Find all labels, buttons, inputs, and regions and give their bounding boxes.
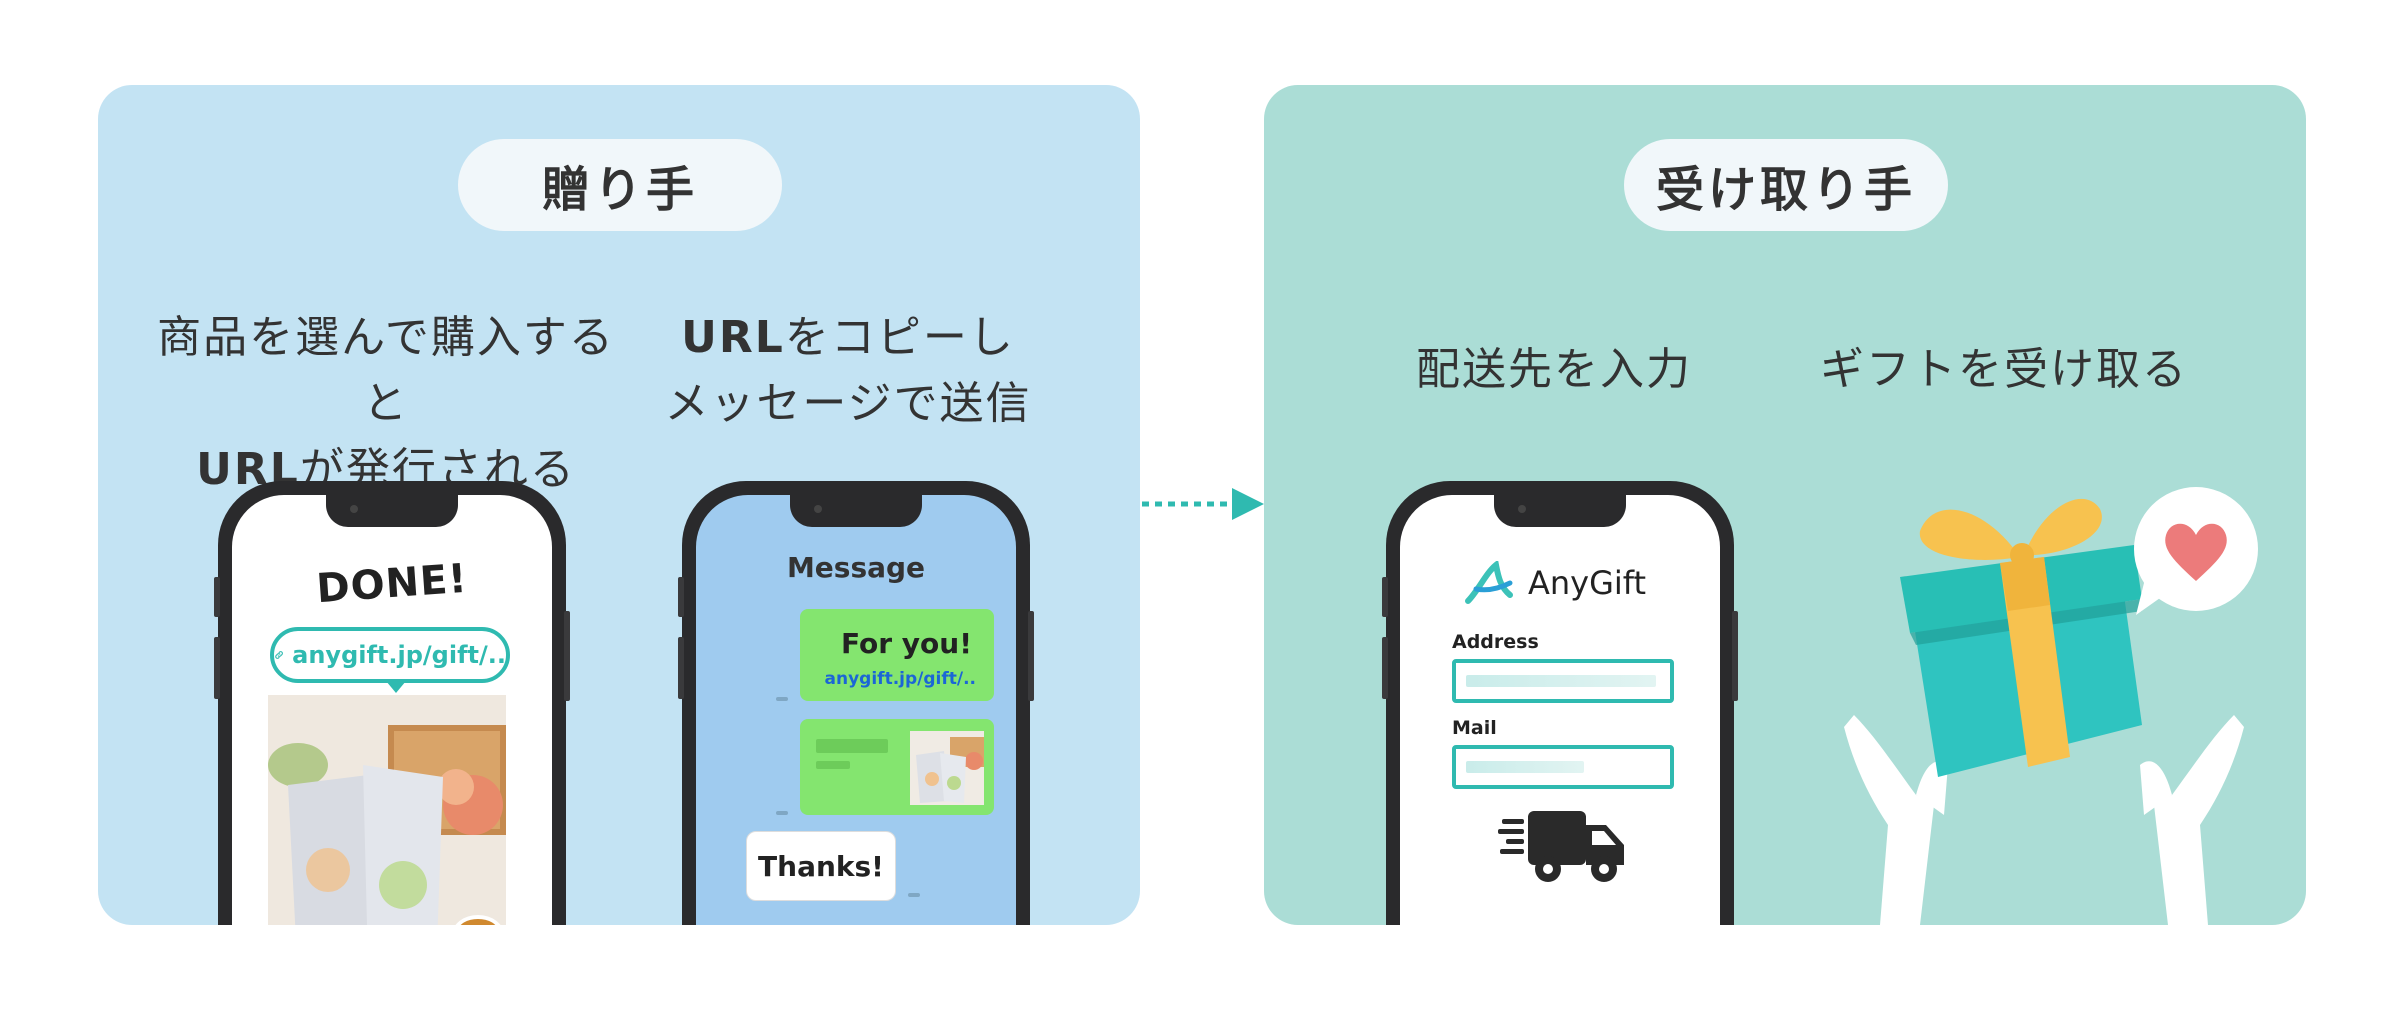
- phone-notch: [790, 495, 922, 527]
- gift-icon: [1900, 498, 2142, 777]
- bubble-photo-thumbnail: [910, 731, 984, 805]
- receiver-step2-caption: ギフトを受け取る: [1820, 344, 2188, 395]
- sender-step1-caption: 商品を選んで購入すると URLが発行される: [136, 305, 636, 503]
- anygift-logo-icon: [1465, 561, 1513, 604]
- bubble-text: For you!: [841, 627, 972, 660]
- link-icon: [275, 651, 283, 659]
- delivery-truck-icon: [1498, 811, 1624, 882]
- mail-label: Mail: [1452, 717, 1497, 739]
- receiver-title: 受け取り手: [1624, 139, 1948, 231]
- phone-screen: DONE! anygift.jp/gift/..: [232, 495, 552, 925]
- message-bubble-photo[interactable]: [800, 719, 994, 815]
- heart-bubble: [2134, 487, 2258, 615]
- sender-step1-line1: 商品を選んで購入すると: [157, 312, 615, 429]
- message-bubble-gift[interactable]: For you! anygift.jp/gift/..: [800, 609, 994, 701]
- reply-bubble: Thanks!: [746, 831, 896, 901]
- sender-step2-caption: URLをコピーし メッセージで送信: [658, 305, 1038, 437]
- bubble-link[interactable]: anygift.jp/gift/..: [824, 669, 976, 689]
- sender-title: 贈り手: [458, 139, 782, 231]
- sender-step2-line2: メッセージで送信: [664, 378, 1032, 429]
- address-label: Address: [1452, 631, 1539, 653]
- mail-input[interactable]: [1452, 745, 1674, 789]
- phone-notch: [1494, 495, 1626, 527]
- anygift-logo: AnyGift: [1464, 561, 1646, 605]
- anygift-brand-text: AnyGift: [1528, 564, 1647, 602]
- receiver-step1-caption: 配送先を入力: [1416, 344, 1692, 395]
- phone-screen: AnyGift Address Mail: [1400, 495, 1720, 925]
- receiver-panel: 受け取り手 配送先を入力 ギフトを受け取る AnyGift Address Ma…: [1264, 85, 2306, 925]
- message-title: Message: [786, 551, 926, 584]
- gift-url-text: anygift.jp/gift/..: [292, 641, 506, 669]
- sender-panel: 贈り手 商品を選んで購入すると URLが発行される URLをコピーし メッセージ…: [98, 85, 1140, 925]
- phone-message: Message For you! anygift.jp/gift/..: [678, 481, 1034, 925]
- phone-notch: [326, 495, 458, 527]
- done-heading: DONE!: [314, 555, 470, 613]
- phone-address-form: AnyGift Address Mail: [1382, 481, 1738, 925]
- product-photo: [268, 695, 506, 925]
- gift-url-pill[interactable]: anygift.jp/gift/..: [270, 627, 510, 693]
- phone-screen: Message For you! anygift.jp/gift/..: [696, 495, 1016, 925]
- gift-illustration: [1844, 487, 2258, 925]
- sender-step2-line1: URLをコピーし: [681, 312, 1015, 363]
- phone-purchase-done: DONE! anygift.jp/gift/..: [214, 481, 570, 925]
- arrow-right-icon: [1142, 488, 1264, 520]
- address-input[interactable]: [1452, 659, 1674, 703]
- heart-icon: [2165, 523, 2227, 581]
